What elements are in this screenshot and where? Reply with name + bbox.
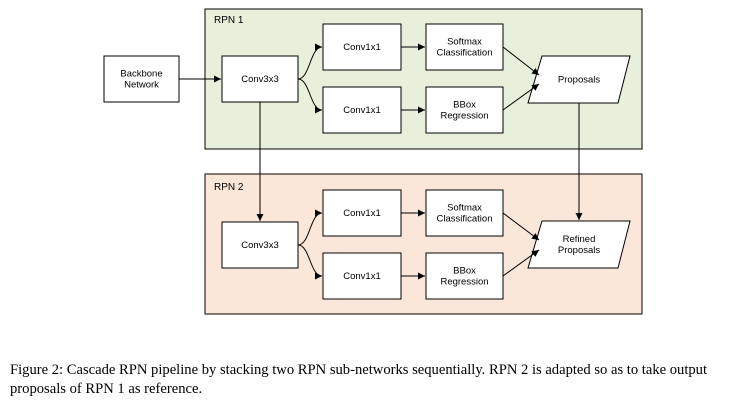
node-label-line: Classification: [437, 48, 493, 59]
node-label-line: Conv3x3: [241, 240, 279, 251]
node-label-line: Refined: [563, 234, 596, 245]
rpn1-proposals-label: Proposals: [558, 75, 600, 86]
backbone-network-box: [103, 55, 180, 103]
rpn1-conv1x1-bottom-label: Conv1x1: [343, 105, 381, 116]
rpn1-bbox-regression-box: [425, 86, 504, 134]
rpn2-conv1x1-top-box: [322, 189, 402, 237]
rpn1-conv1x1-bottom-box: [322, 86, 402, 134]
figure-caption: Figure 2: Cascade RPN pipeline by stacki…: [10, 362, 708, 397]
rpn2-conv1x1-bottom-label: Conv1x1: [343, 271, 381, 282]
arrow-rpn1-conv3x3-to-conv1x1-bottom: [297, 78, 323, 114]
node-label-line: BBox: [453, 266, 476, 277]
arrow-rpn2-softmax-to-refined-proposals: [502, 212, 540, 241]
rpn1-conv1x1-top-label: Conv1x1: [343, 42, 381, 53]
node-label-line: Conv1x1: [343, 105, 381, 116]
node-label-line: Classification: [437, 214, 493, 225]
arrow-rpn2-conv3x3-to-conv1x1-top: [297, 209, 323, 246]
rpn1-conv1x1-top-box: [322, 23, 402, 71]
node-label-line: Conv1x1: [343, 42, 381, 53]
rpn2-conv1x1-bottom-box: [322, 252, 402, 300]
arrow-rpn2-conv3x3-to-conv1x1-bottom: [297, 244, 323, 280]
rpn1-softmax-classification-box: [425, 23, 504, 71]
node-label-line: Network: [124, 80, 159, 91]
rpn2-conv3x3-label: Conv3x3: [241, 240, 279, 251]
rpn2-conv1x1-top-label: Conv1x1: [343, 208, 381, 219]
arrow-rpn1-bbox-to-proposals: [502, 83, 540, 111]
arrow-rpn1-softmax-to-proposals: [502, 46, 540, 76]
arrow-rpn1-conv3x3-to-conv1x1-top: [297, 43, 323, 80]
node-label-line: Backbone: [120, 69, 162, 80]
node-label-line: Regression: [440, 277, 488, 288]
node-label-line: Regression: [440, 111, 488, 122]
rpn1-conv3x3-label: Conv3x3: [241, 74, 279, 85]
rpn2-group-label: RPN 2: [214, 182, 244, 193]
node-label-line: Proposals: [558, 75, 600, 86]
node-label-line: Proposals: [558, 245, 600, 256]
node-label-line: Conv1x1: [343, 271, 381, 282]
rpn2-conv3x3-box: [221, 221, 299, 269]
arrow-rpn2-bbox-to-refined-proposals: [502, 249, 540, 277]
node-label-line: Softmax: [447, 203, 482, 214]
rpn2-softmax-classification-box: [425, 189, 504, 237]
node-label-line: Softmax: [447, 37, 482, 48]
node-label-line: BBox: [453, 100, 476, 111]
node-label-line: Conv1x1: [343, 208, 381, 219]
rpn1-group-label: RPN 1: [214, 15, 244, 26]
node-label-line: Conv3x3: [241, 74, 279, 85]
